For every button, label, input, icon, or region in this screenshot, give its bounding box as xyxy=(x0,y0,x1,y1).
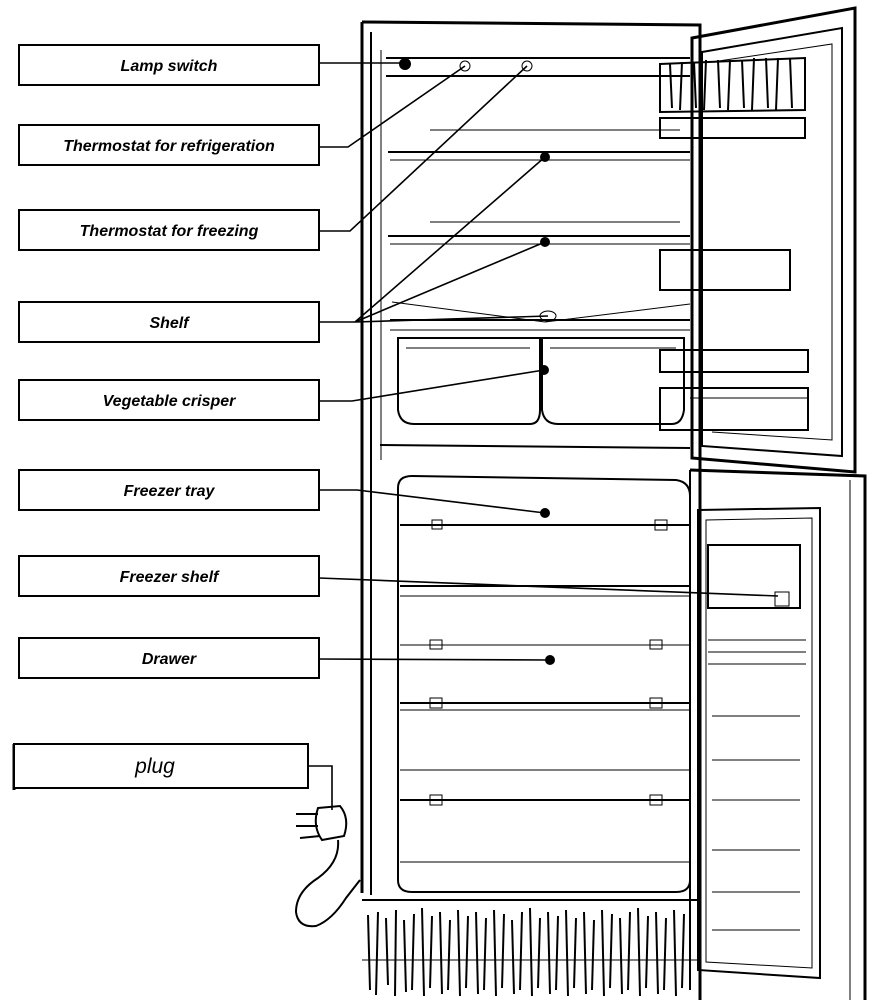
bottom-grille xyxy=(362,907,700,997)
label-thermostat-refrigeration-text: Thermostat for refrigeration xyxy=(63,138,275,155)
label-vegetable-crisper-text: Vegetable crisper xyxy=(103,393,237,410)
label-freezer-shelf: Freezer shelf xyxy=(18,555,779,597)
label-freezer-shelf-text: Freezer shelf xyxy=(120,569,220,586)
label-shelf: Shelf xyxy=(18,152,550,343)
label-thermostat-freezing: Thermostat for freezing xyxy=(18,65,528,251)
fridge-door xyxy=(659,6,857,474)
label-lamp-switch-text: Lamp switch xyxy=(121,58,218,75)
label-plug-text: plug xyxy=(134,755,175,778)
control-strip-knobs xyxy=(399,58,533,72)
label-plug: plug xyxy=(12,743,333,810)
label-drawer-text: Drawer xyxy=(142,651,197,668)
label-freezer-tray: Freezer tray xyxy=(18,469,550,518)
label-freezer-tray-text: Freezer tray xyxy=(124,483,216,500)
plug-icon xyxy=(294,804,361,928)
label-thermostat-refrigeration: Thermostat for refrigeration xyxy=(18,65,466,166)
label-shelf-text: Shelf xyxy=(149,315,190,332)
label-lamp-switch: Lamp switch xyxy=(18,44,405,86)
label-drawer: Drawer xyxy=(18,637,555,679)
label-vegetable-crisper: Vegetable crisper xyxy=(18,365,549,421)
freezer-door xyxy=(689,468,867,1000)
label-thermostat-freezing-text: Thermostat for freezing xyxy=(80,223,259,240)
